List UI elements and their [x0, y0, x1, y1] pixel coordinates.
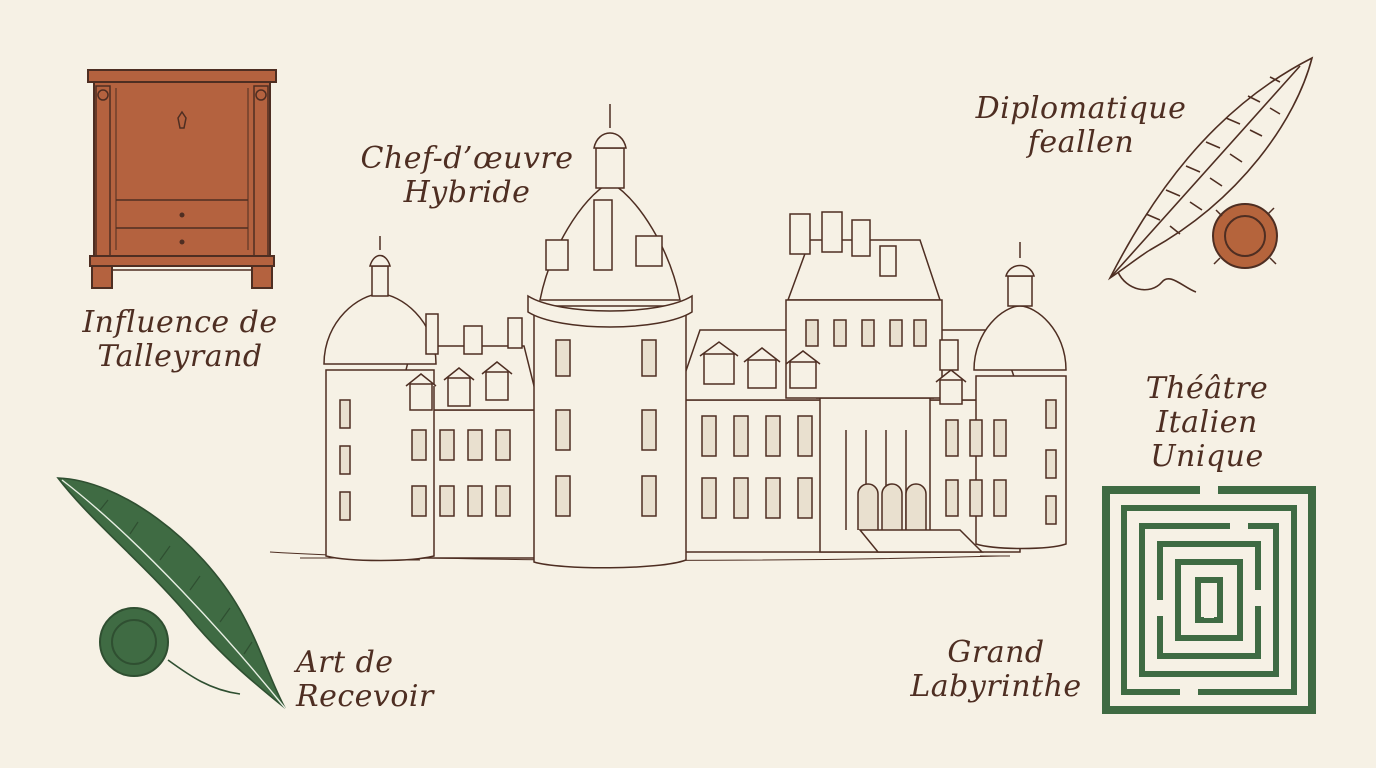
chateau-illustration [269, 104, 1067, 569]
label-talleyrand: Influence de Talleyrand [70, 306, 290, 374]
labyrinth-icon [1102, 485, 1316, 714]
quill-icon [1107, 56, 1314, 293]
label-reception-line1: Art de Recevoir [296, 645, 434, 714]
label-talleyrand-line2: Talleyrand [97, 339, 263, 374]
label-theatre-line1: Théâtre [1145, 371, 1269, 406]
label-masterpiece-line2: Hybride [403, 175, 531, 210]
label-reception: Art de Recevoir [296, 646, 536, 714]
wax-seal-icon [1212, 203, 1278, 269]
label-talleyrand-line1: Influence de [82, 305, 278, 340]
label-masterpiece-line1: Chef-d’œuvre [360, 141, 574, 176]
label-diplomatic-line2: feallen [1027, 125, 1135, 160]
label-labyrinth-line1: Grand [947, 635, 1045, 670]
label-theatre-line2: Italien [1156, 405, 1258, 440]
label-labyrinth-line2: Labyrinthe [910, 669, 1082, 704]
green-quill-icon [56, 477, 286, 709]
label-theatre: Théâtre Italien Unique [1112, 372, 1302, 474]
label-masterpiece: Chef-d’œuvre Hybride [352, 142, 582, 210]
label-theatre-line3: Unique [1150, 439, 1264, 474]
label-diplomatic: Diplomatique feallen [966, 92, 1196, 160]
label-labyrinth: Grand Labyrinthe [896, 636, 1096, 704]
cabinet-icon [87, 69, 277, 289]
green-wax-seal-icon [99, 607, 241, 695]
label-diplomatic-line1: Diplomatique [975, 91, 1187, 126]
